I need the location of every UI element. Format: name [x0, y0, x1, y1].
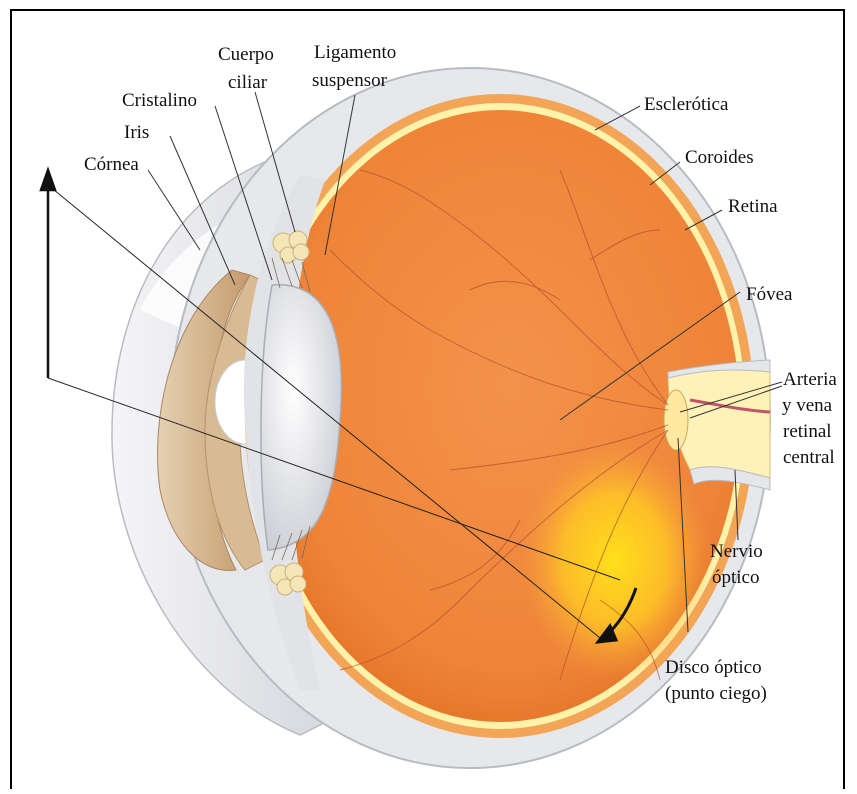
- label-cuerpo-ciliar-2: ciliar: [228, 72, 268, 93]
- label-nervio-1: Nervio: [710, 541, 763, 562]
- label-cuerpo-ciliar-1: Cuerpo: [218, 44, 274, 65]
- optic-disc: [664, 390, 688, 450]
- label-cornea: Córnea: [84, 154, 139, 175]
- label-esclerotica: Esclerótica: [644, 94, 729, 115]
- label-nervio-2: óptico: [712, 567, 760, 588]
- label-disco-1: Disco óptico: [665, 657, 762, 678]
- object-arrow: [41, 170, 55, 378]
- label-cristalino: Cristalino: [122, 90, 197, 111]
- label-arteria-4: central: [783, 447, 835, 468]
- label-coroides: Coroides: [685, 147, 754, 168]
- label-disco-2: (punto ciego): [665, 683, 767, 704]
- label-fovea: Fóvea: [746, 284, 793, 305]
- label-arteria-1: Arteria: [783, 369, 837, 390]
- macula-glow: [520, 440, 710, 680]
- label-retina: Retina: [728, 196, 778, 217]
- label-arteria-3: retinal: [783, 421, 832, 442]
- label-iris: Iris: [124, 122, 149, 143]
- label-arteria-2: y vena: [782, 395, 833, 416]
- label-ligamento-2: suspensor: [312, 70, 388, 91]
- label-ligamento-1: Ligamento: [314, 42, 396, 63]
